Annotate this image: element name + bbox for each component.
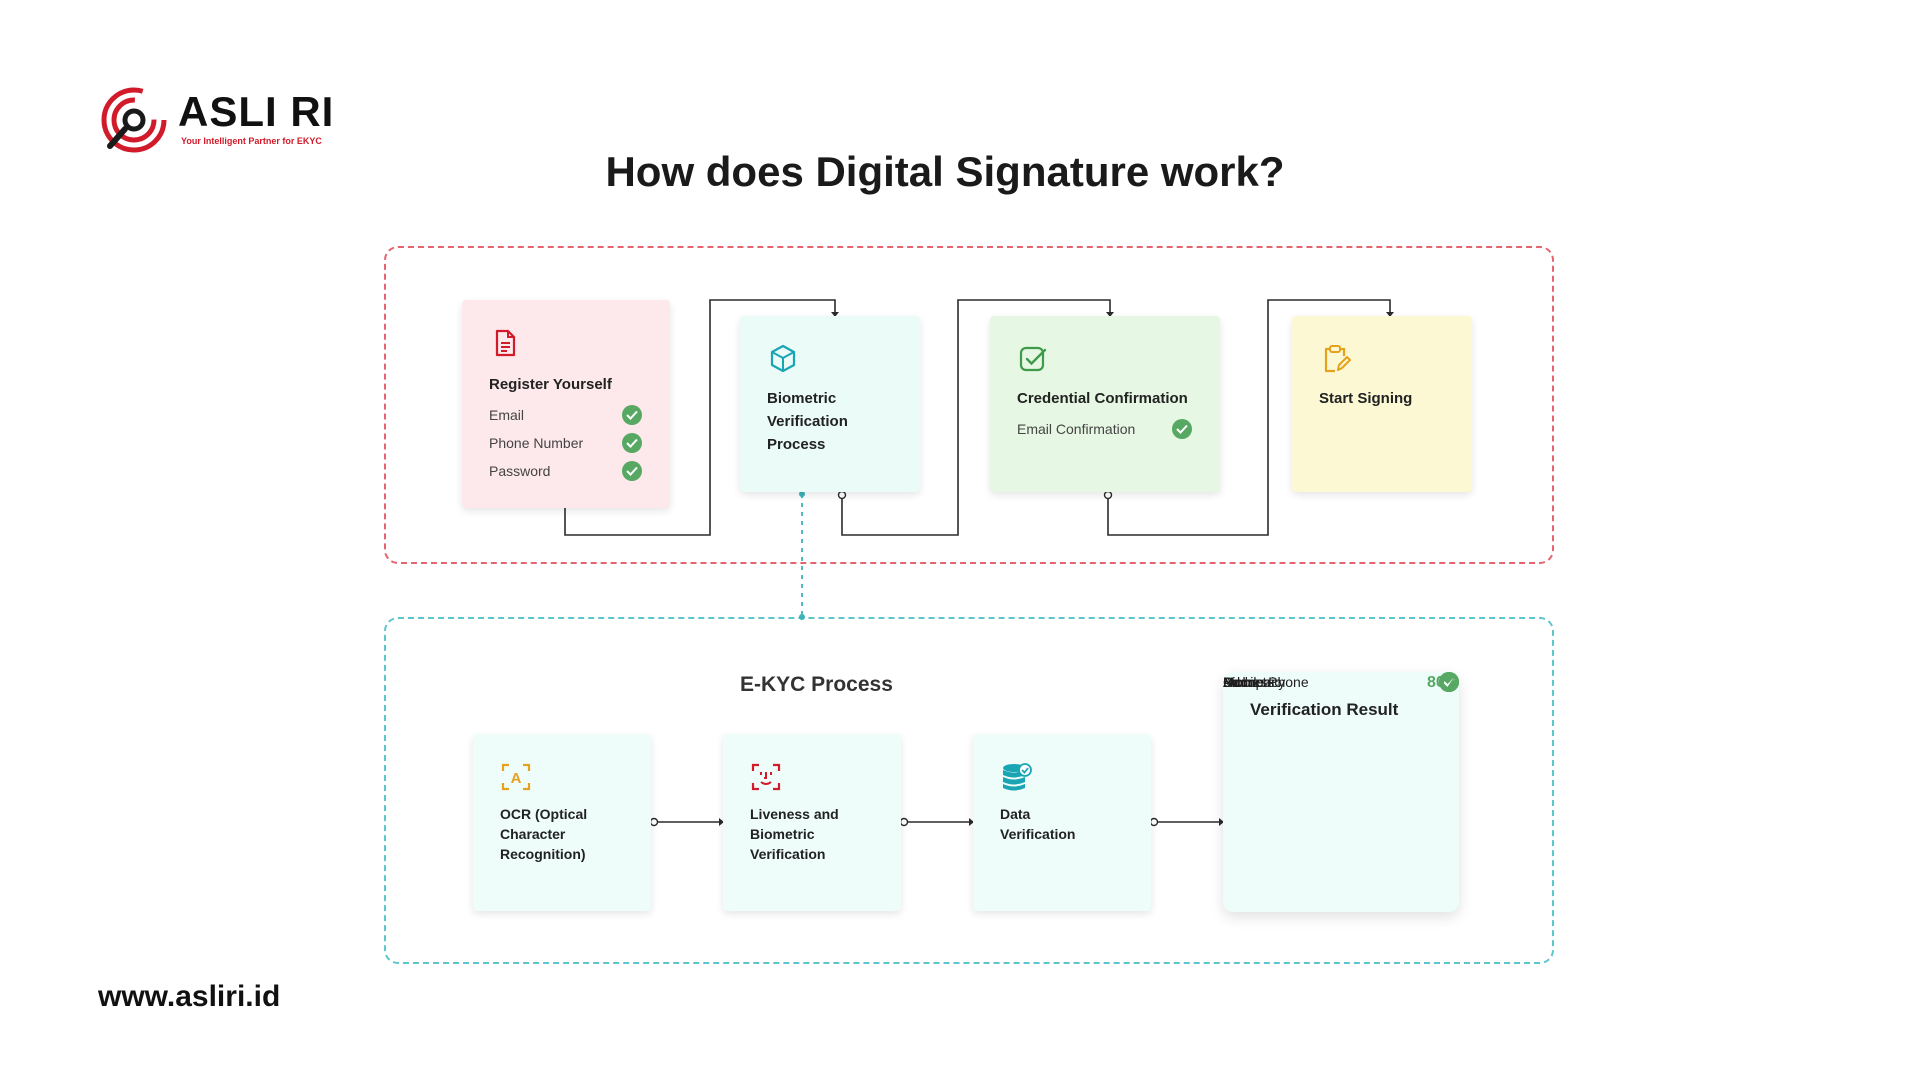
biometric-card: Biometric Verification Process	[740, 316, 920, 492]
data-verification-card: Data Verification	[973, 734, 1151, 911]
document-icon	[495, 329, 516, 357]
face-scan-icon	[751, 763, 781, 791]
start-signing-card: Start Signing	[1292, 316, 1472, 492]
verification-result-card: Verification Result Name Address Mobile …	[1223, 672, 1459, 912]
clipboard-edit-icon	[1324, 345, 1351, 373]
credential-item-email: Email Confirmation	[1017, 419, 1192, 441]
svg-text:A: A	[511, 770, 522, 787]
signing-flow-frame	[384, 246, 1554, 564]
check-icon	[622, 461, 642, 481]
verification-result-title: Verification Result	[1250, 700, 1399, 719]
biometric-score: 80%	[1426, 674, 1459, 691]
register-item-email: Email	[489, 405, 642, 427]
ocr-title: OCR (Optical Character Recognition)	[500, 806, 588, 862]
ekyc-frame	[384, 617, 1554, 964]
brand-name: ASLI RI	[178, 88, 335, 135]
check-icon	[1172, 419, 1192, 439]
biometric-title: Biometric Verification Process	[767, 390, 848, 453]
register-title: Register Yourself	[489, 376, 612, 393]
register-card: Register Yourself Email Phone Number Pas…	[462, 300, 670, 508]
data-verification-title: Data Verification	[1000, 806, 1076, 842]
ocr-card: A OCR (Optical Character Recognition)	[473, 734, 651, 911]
brand-logo: ASLI RI Your Intelligent Partner for EKY…	[98, 84, 338, 156]
check-icon	[622, 433, 642, 453]
check-icon	[1439, 672, 1459, 692]
cube-icon	[770, 344, 796, 373]
credential-card: Credential Confirmation Email Confirmati…	[990, 316, 1220, 492]
liveness-title: Liveness and Biometric Verification	[750, 806, 839, 862]
register-item-password: Password	[489, 461, 642, 483]
brand-tagline: Your Intelligent Partner for EKYC	[181, 136, 322, 146]
page-title: How does Digital Signature work?	[605, 148, 1285, 195]
checkbox-icon	[1019, 346, 1047, 372]
ekyc-title: E-KYC Process	[740, 673, 893, 696]
ocr-scan-icon: A	[501, 763, 531, 791]
credential-title: Credential Confirmation	[1017, 390, 1188, 407]
logo-target-icon	[101, 87, 167, 153]
check-icon	[622, 405, 642, 425]
start-signing-title: Start Signing	[1319, 390, 1413, 407]
database-check-icon	[1003, 763, 1032, 791]
website-url: www.asliri.id	[98, 980, 281, 1013]
register-item-phone: Phone Number	[489, 433, 642, 455]
liveness-card: Liveness and Biometric Verification	[723, 734, 901, 911]
